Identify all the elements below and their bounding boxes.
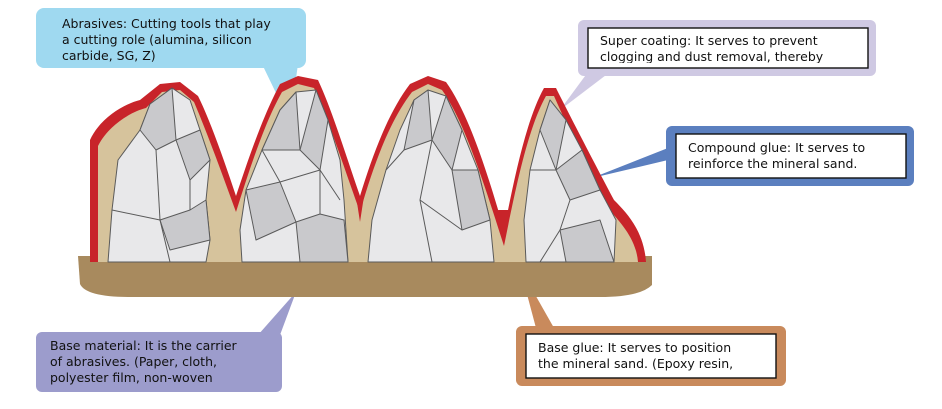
base-material-leader bbox=[258, 292, 296, 335]
abrasive-grain bbox=[367, 89, 495, 263]
super-coating-leader bbox=[560, 72, 610, 110]
compound-glue-leader bbox=[592, 148, 668, 178]
compound-glue-callout: Compound glue: It serves to reinforce th… bbox=[688, 140, 902, 174]
abrasive-grain bbox=[107, 87, 211, 263]
abrasive-grain bbox=[523, 99, 617, 263]
glue-tip bbox=[498, 210, 510, 240]
super-coating-callout: Super coating: It serves to prevent clog… bbox=[600, 33, 862, 63]
base-material-callout-text: Base material: It is the carrier of abra… bbox=[50, 338, 237, 385]
compound-glue-callout-inner bbox=[675, 133, 907, 179]
base-material-layer bbox=[78, 256, 652, 297]
base-glue-callout-inner bbox=[525, 333, 777, 379]
base-glue-callout: Base glue: It serves to position the min… bbox=[538, 340, 772, 374]
compound-glue-callout-text: Compound glue: It serves to reinforce th… bbox=[688, 140, 866, 171]
compound-glue-layer bbox=[98, 84, 638, 262]
abrasives-callout-text: Abrasives: Cutting tools that play a cut… bbox=[62, 16, 271, 63]
base-glue-callout-text: Base glue: It serves to position the min… bbox=[538, 340, 734, 371]
base-material-callout: Base material: It is the carrier of abra… bbox=[50, 338, 278, 388]
super-coating-callout-text: Super coating: It serves to prevent clog… bbox=[600, 33, 824, 63]
abrasives-callout: Abrasives: Cutting tools that play a cut… bbox=[62, 16, 300, 66]
glue-tip bbox=[356, 196, 364, 222]
base-material-callout-box bbox=[36, 332, 282, 392]
abrasives-callout-box bbox=[36, 8, 306, 68]
super-coating-callout-inner bbox=[587, 27, 869, 69]
abrasive-grain bbox=[239, 89, 349, 263]
